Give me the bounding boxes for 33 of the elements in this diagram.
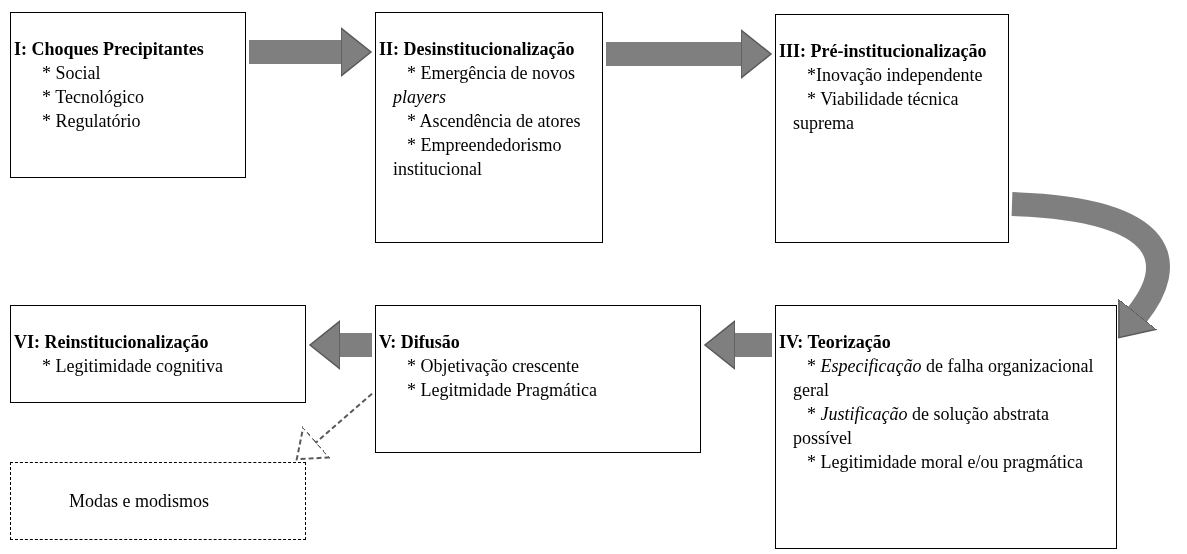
block-arrow xyxy=(309,320,372,370)
block-arrow xyxy=(249,27,372,77)
stage-item: *Inovação independente xyxy=(806,64,984,87)
stage-item: * Regulatório xyxy=(41,110,142,133)
stage-item: * Social xyxy=(41,62,102,85)
stage-item: * Viabilidade técnica suprema xyxy=(792,88,960,135)
stage-heading: IV: Teorização xyxy=(779,331,892,354)
stage-item: * Legitimidade moral e/ou pragmática xyxy=(806,451,1084,474)
stage-heading: VI: Reinstitucionalização xyxy=(14,331,210,354)
stage-item: * Legitmidade Pragmática xyxy=(406,379,598,402)
stage-item: * Legitimidade cognitiva xyxy=(41,355,224,378)
dashed-block-arrow xyxy=(295,392,373,461)
stage-box xyxy=(10,305,306,403)
stage-item: * Empreendedorismo institucional xyxy=(392,134,563,181)
stage-item: * Objetivação crescente xyxy=(406,355,580,378)
block-arrow xyxy=(704,320,772,370)
dashed-note-box xyxy=(10,462,306,540)
block-arrow xyxy=(606,29,772,79)
stage-item: * Emergência de novos players xyxy=(391,62,577,109)
stage-box xyxy=(375,12,603,243)
stage-item: *Justificação de solução abstrata possível xyxy=(792,403,1050,450)
note-text: Modas e modismos xyxy=(69,490,209,513)
stage-item: * Tecnológico xyxy=(41,86,145,109)
stage-heading: II: Desinstitucionalização xyxy=(379,38,576,61)
stage-heading: V: Difusão xyxy=(379,331,461,354)
stage-heading: III: Pré-institucionalização xyxy=(779,40,988,63)
stage-heading: I: Choques Precipitantes xyxy=(14,38,205,61)
stage-box xyxy=(775,305,1117,549)
stage-box xyxy=(775,14,1009,243)
stage-box xyxy=(375,305,701,453)
stage-item: * Ascendência de atores xyxy=(406,110,582,133)
block-arrow xyxy=(1011,192,1170,340)
stage-box xyxy=(10,12,246,178)
